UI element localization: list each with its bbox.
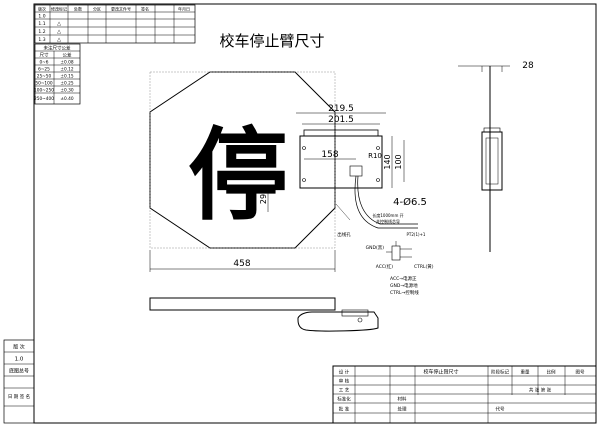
role-process: 工 艺 (339, 388, 350, 394)
rev-header-5: 签名 (141, 6, 149, 12)
tol-title: 未注尺寸公差 (44, 45, 71, 52)
scale-label: 比例 (547, 369, 556, 376)
left-value-rev: 1.0 (15, 357, 24, 363)
wire-legend-1: ACC→电源正 (390, 275, 417, 282)
wire-legend-2: GND→电源地 (390, 282, 418, 289)
connector-label: PT2(1)+1 (407, 232, 426, 237)
dim-outer-width: 219.5 (328, 104, 354, 114)
rev-row-mark: △ (57, 29, 61, 35)
left-label-base: 底图总号 (9, 368, 29, 375)
tol-range: 6~25 (38, 67, 50, 73)
wiring-diagram: 长度1000mm 开 关控制线芯导 出线孔 PT2(1)+1 GND(黑) AC… (335, 175, 434, 296)
tol-header: 公差 (63, 52, 72, 59)
left-strip-block: 版 次 1.0 底图总号 日 期 签 名 (3, 339, 35, 424)
tol-value: ±0.12 (60, 67, 73, 73)
tol-value: ±0.08 (60, 60, 73, 66)
sign-character: 停 (188, 117, 288, 234)
wire-ctrl: CTRL(黄) (414, 263, 434, 270)
rev-row-id: 1.0 (38, 14, 45, 20)
outer-border (33, 3, 597, 424)
code-label: 图号 (576, 370, 585, 376)
rev-row-id: 1.3 (38, 37, 45, 43)
dim-inner-width: 201.5 (328, 115, 354, 125)
left-label-sign: 日 期 签 名 (8, 393, 30, 400)
role-standard: 标准化 (337, 396, 351, 403)
zone-label: 代号 (496, 406, 505, 413)
stage-label: 阶段标记 (491, 369, 509, 376)
cable-note-1: 长度1000mm 开 (372, 212, 403, 218)
side-view: 28 (458, 61, 534, 252)
role-approve: 批 准 (339, 406, 350, 413)
weight-label: 重量 (521, 369, 530, 376)
dim-side-depth: 28 (522, 61, 534, 71)
rev-header-1: 修改标记 (51, 6, 67, 12)
revision-table: 版次 修改标记 处数 分区 更改文件号 签名 年月日 1.0 1.1 △ 1.2… (34, 4, 196, 44)
tol-range: 100~250 (34, 88, 54, 94)
rev-header-4: 更改文件号 (111, 6, 131, 12)
wire-acc: ACC(红) (376, 263, 394, 270)
dim-holes: 4-Ø6.5 (393, 196, 427, 208)
rev-header-0: 版次 (38, 6, 46, 12)
rev-header-6: 年月日 (178, 6, 190, 12)
stop-sign-front-view: 停 219.5 201.5 158 R10 140 100 29 4-Ø6.5 … (149, 71, 427, 272)
rev-header-3: 分区 (93, 6, 101, 12)
dim-slot-width: 158 (321, 150, 338, 160)
part-name: 校车停止臂尺寸 (423, 369, 458, 376)
tol-header: 尺寸 (40, 52, 49, 59)
bottom-view (149, 297, 379, 332)
material-label: 材料 (398, 396, 407, 403)
drawing-title: 校车停止臂尺寸 (219, 32, 324, 50)
tol-range: 0~6 (39, 60, 48, 66)
rev-header-2: 处数 (74, 6, 82, 12)
cable-note-2: 关控制线芯导 (376, 218, 400, 224)
wire-gnd: GND(黑) (366, 245, 385, 251)
wire-legend-3: CTRL→控制线 (390, 289, 419, 296)
dim-box-height: 140 (383, 154, 392, 169)
title-block: 设 计 审 核 工 艺 标准化 批 准 校车停止臂尺寸 材料 处理 阶段标记 重… (332, 365, 597, 424)
tol-range: 50~100 (35, 81, 53, 87)
left-label-rev: 版 次 (13, 344, 25, 351)
sheet-label: 共 张 第 张 (529, 387, 552, 394)
rev-row-id: 1.1 (38, 21, 45, 27)
tol-value: ±0.25 (60, 81, 73, 87)
dim-radius: R10 (368, 152, 382, 160)
rev-row-id: 1.2 (38, 29, 45, 35)
role-review: 审 核 (339, 378, 350, 385)
rev-row-mark: △ (57, 37, 61, 43)
tol-value: ±0.15 (60, 74, 73, 80)
dim-offset: 29 (259, 194, 268, 204)
tol-value: ±0.30 (60, 88, 73, 94)
dim-small-height: 100 (394, 154, 403, 169)
rev-row-mark: △ (57, 21, 61, 27)
tol-value: ±0.40 (60, 96, 73, 102)
role-design: 设 计 (339, 369, 350, 376)
process-label: 处理 (398, 406, 407, 413)
tol-range: 250~400 (34, 96, 54, 102)
mounting-box (299, 135, 383, 189)
hole-label: 出线孔 (337, 231, 351, 238)
tolerance-table: 未注尺寸公差 尺寸 公差 0~6 ±0.08 6~25 ±0.12 25~50 … (34, 43, 81, 105)
dim-total-width: 458 (233, 259, 250, 269)
tol-range: 25~50 (37, 74, 52, 80)
